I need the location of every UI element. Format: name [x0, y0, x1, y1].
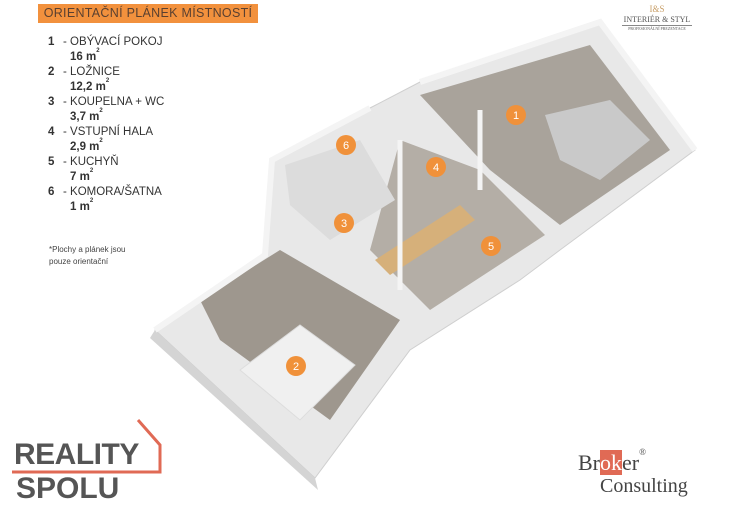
room-name: - OBÝVACÍ POKOJ — [63, 36, 163, 48]
room-number: 2 — [48, 66, 55, 78]
svg-text:4: 4 — [433, 162, 439, 174]
broker-consulting-logo: Broker® — [578, 447, 646, 475]
plan-title: ORIENTAČNÍ PLÁNEK MÍSTNOSTÍ — [38, 4, 258, 23]
sofa — [545, 100, 650, 180]
room-marker-2[interactable]: 2 — [286, 356, 306, 376]
room-number: 4 — [48, 126, 55, 138]
interier-styl-name: INTERIÉR & STYL — [622, 15, 692, 26]
interier-styl-monogram: I&S — [649, 4, 665, 14]
slab-side — [150, 330, 318, 490]
disclaimer-note: *Plochy a plánek jsou pouze orientační — [49, 245, 126, 266]
wall — [419, 18, 698, 152]
room-marker-6[interactable]: 6 — [336, 135, 356, 155]
svg-text:1: 1 — [513, 110, 519, 122]
svg-text:3: 3 — [341, 218, 347, 230]
room-name: - KUCHYŇ — [63, 156, 119, 168]
room-area: 16 m2 — [70, 48, 100, 63]
bathroom-floor — [285, 140, 395, 240]
room-name: - KOMORA/ŠATNA — [63, 186, 162, 198]
floor-plan: 1 2 3 4 5 6 — [12, 18, 698, 490]
room-marker-4[interactable]: 4 — [426, 157, 446, 177]
room-area: 3,7 m2 — [70, 108, 103, 123]
room-marker-1[interactable]: 1 — [506, 105, 526, 125]
room-name: - KOUPELNA + WC — [63, 96, 165, 108]
room-name: - LOŽNICE — [63, 66, 120, 78]
room-area: 12,2 m2 — [70, 78, 110, 93]
living-room-floor — [420, 45, 670, 225]
interier-styl-subtitle: PROFESIONÁLNÍ PREZENTACE — [628, 26, 686, 31]
wall — [153, 105, 372, 333]
room-area: 1 m2 — [70, 198, 94, 213]
svg-text:2: 2 — [293, 361, 299, 373]
svg-text:6: 6 — [343, 140, 349, 152]
room-marker-3[interactable]: 3 — [334, 213, 354, 233]
broker-consulting-logo-line2: Consulting — [600, 475, 688, 497]
reality-spolu-logo: REALITY — [14, 438, 139, 471]
interier-styl-logo: I&S INTERIÉR & STYL PROFESIONÁLNÍ PREZEN… — [622, 4, 692, 32]
reality-spolu-logo-line2: SPOLU — [16, 472, 120, 505]
room-number: 1 — [48, 36, 55, 48]
room-name: - VSTUPNÍ HALA — [63, 126, 154, 138]
room-number: 6 — [48, 186, 55, 198]
room-number: 3 — [48, 96, 55, 108]
room-marker-5[interactable]: 5 — [481, 236, 501, 256]
room-area: 7 m2 — [70, 168, 94, 183]
reality-roof-icon — [12, 419, 162, 474]
room-number: 5 — [48, 156, 55, 168]
svg-text:5: 5 — [488, 241, 494, 253]
room-area: 2,9 m2 — [70, 138, 103, 153]
